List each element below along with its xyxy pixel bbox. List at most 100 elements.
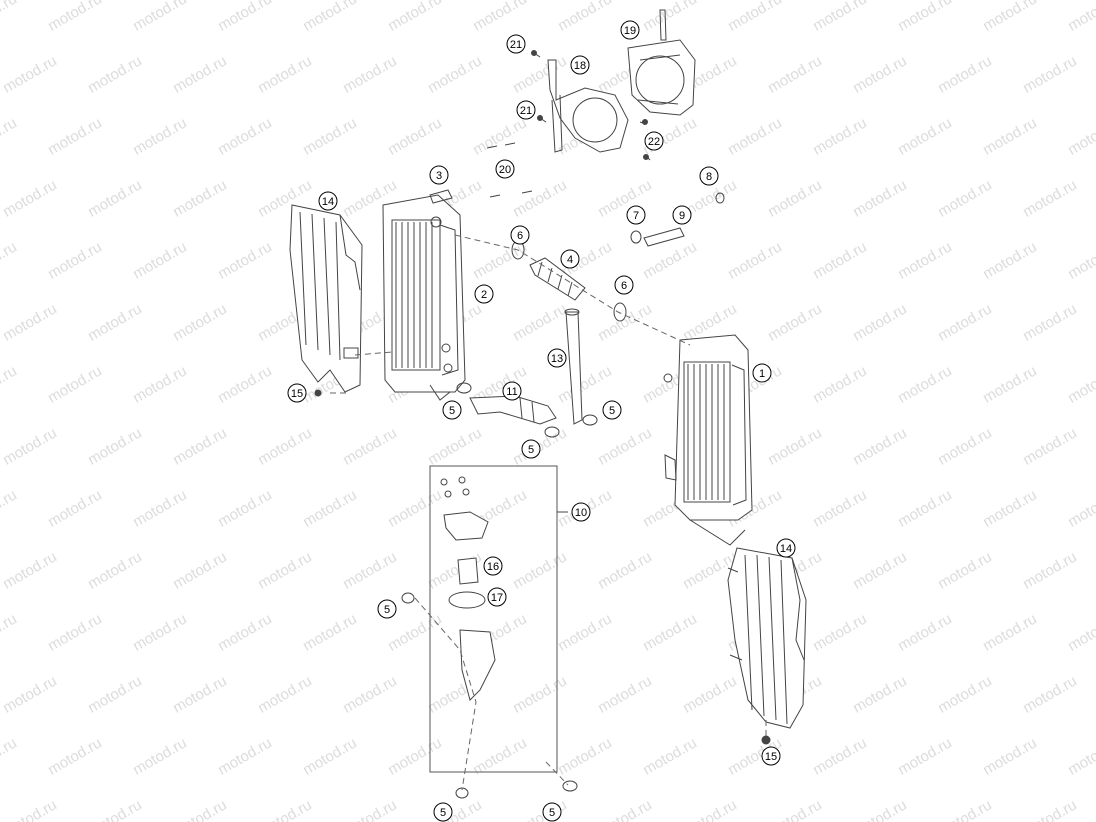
callout-number: 3 (436, 170, 442, 182)
callout-number: 5 (609, 405, 615, 417)
right-radiator-guard (727, 547, 807, 729)
callout-circle (502, 381, 522, 401)
callout-c10: 10 (571, 502, 591, 522)
callout-circle (429, 165, 449, 185)
callout-number: 1 (759, 368, 765, 380)
callout-c14b: 14 (776, 538, 796, 558)
callout-number: 21 (520, 105, 532, 117)
callout-circle (761, 746, 781, 766)
callout-number: 14 (780, 543, 792, 555)
callout-circle (483, 556, 503, 576)
callout-number: 6 (517, 230, 523, 242)
left-radiator (382, 189, 466, 401)
callout-circle (474, 284, 494, 304)
callout-c17: 17 (487, 587, 507, 607)
callout-circle (602, 400, 622, 420)
callout-circle (516, 100, 536, 120)
callout-circle (752, 363, 772, 383)
callout-number: 16 (487, 561, 499, 573)
screws (486, 50, 651, 198)
callout-circle (699, 166, 719, 186)
callout-circle (560, 249, 580, 269)
callout-number: 15 (765, 751, 777, 763)
callout-c22: 22 (644, 131, 664, 151)
callout-c6b: 6 (614, 275, 634, 295)
callout-circle (442, 400, 462, 420)
callout-c5e: 5 (433, 802, 453, 822)
callout-circle (644, 131, 664, 151)
callout-number: 14 (322, 196, 334, 208)
thermostat-kit-box (429, 465, 568, 773)
callout-c14a: 14 (318, 191, 338, 211)
callout-c8: 8 (699, 166, 719, 186)
callout-c5b: 5 (602, 400, 622, 420)
callout-c5d: 5 (377, 599, 397, 619)
callout-circle (547, 348, 567, 368)
callout-circle (487, 587, 507, 607)
callout-circle (614, 275, 634, 295)
callout-number: 4 (567, 254, 573, 266)
callout-c15b: 15 (761, 746, 781, 766)
callout-circle (521, 439, 541, 459)
fan-shroud (627, 9, 696, 116)
callout-c5f: 5 (542, 802, 562, 822)
callout-c18: 18 (570, 55, 590, 75)
callout-c19: 19 (620, 20, 640, 40)
callout-number: 21 (510, 39, 522, 51)
callout-circle (433, 802, 453, 822)
callout-number: 5 (440, 807, 446, 819)
callout-c20: 20 (495, 159, 515, 179)
callout-number: 5 (449, 405, 455, 417)
callout-number: 20 (499, 164, 511, 176)
callout-c21b: 21 (516, 100, 536, 120)
callout-circle (626, 205, 646, 225)
callout-c6a: 6 (510, 225, 530, 245)
callout-number: 5 (549, 807, 555, 819)
callout-c16: 16 (483, 556, 503, 576)
right-radiator (663, 334, 753, 546)
callout-c7: 7 (626, 205, 646, 225)
callout-circle (287, 383, 307, 403)
hose-9 (630, 192, 725, 247)
callout-c5c: 5 (521, 439, 541, 459)
callout-c21a: 21 (506, 34, 526, 54)
callout-c4: 4 (560, 249, 580, 269)
callout-number: 2 (481, 289, 487, 301)
hose-13 (564, 308, 583, 425)
assembly-lines (330, 234, 767, 791)
callout-c1: 1 (752, 363, 772, 383)
callout-number: 15 (291, 388, 303, 400)
callout-circle (570, 55, 590, 75)
callout-number: 22 (648, 136, 660, 148)
callout-number: 9 (679, 210, 685, 222)
callout-number: 17 (491, 592, 503, 604)
callout-c13: 13 (547, 348, 567, 368)
callout-number: 5 (384, 604, 390, 616)
callout-number: 13 (551, 353, 563, 365)
callout-c5a: 5 (442, 400, 462, 420)
callout-circle (672, 205, 692, 225)
callout-number: 11 (506, 386, 517, 398)
callout-number: 10 (575, 507, 587, 519)
left-radiator-guard (289, 204, 363, 393)
hose-11 (469, 395, 557, 425)
callout-number: 6 (621, 280, 627, 292)
callout-circle (776, 538, 796, 558)
callout-c15a: 15 (287, 383, 307, 403)
callout-circle (620, 20, 640, 40)
fan-bracket (547, 59, 629, 153)
callout-c11: 11 (502, 381, 522, 401)
callout-circle (495, 159, 515, 179)
callout-number: 19 (624, 25, 636, 37)
callout-number: 8 (706, 171, 712, 183)
callout-layer: 1 2 3 4 5 5 5 5 5 5 6 6 7 8 9 10 11 13 14 14 15 15 16 17 18 19 20 2… (287, 20, 796, 822)
callout-circle (510, 225, 530, 245)
callout-c3: 3 (429, 165, 449, 185)
callout-circle (318, 191, 338, 211)
callout-circle (506, 34, 526, 54)
callout-c2: 2 (474, 284, 494, 304)
callout-circle (377, 599, 397, 619)
callout-circle (542, 802, 562, 822)
